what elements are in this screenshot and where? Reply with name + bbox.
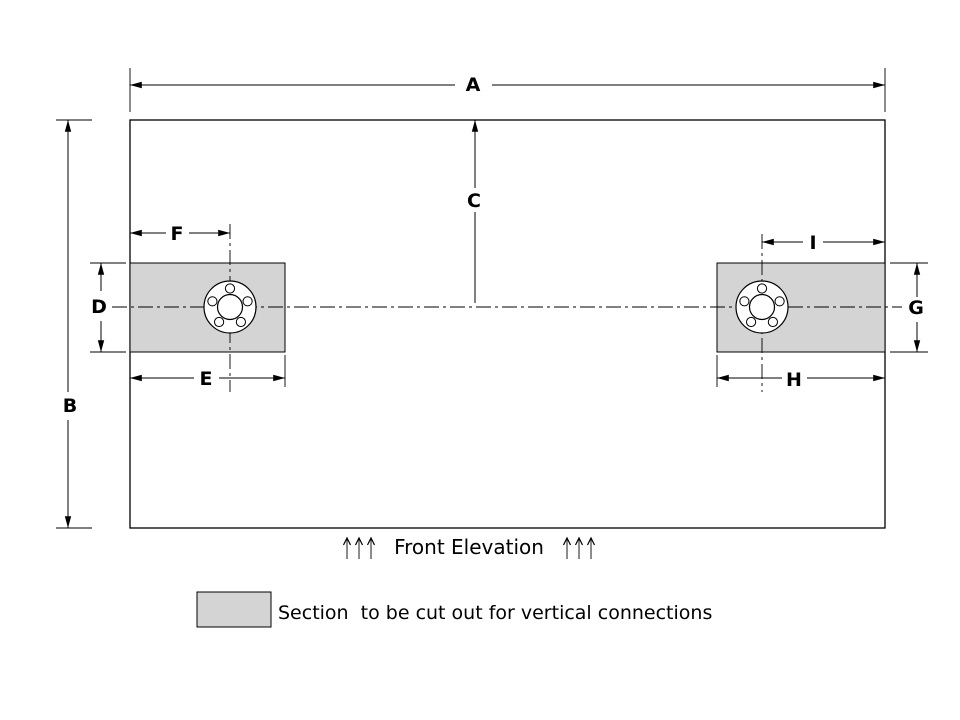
bolt-hole [214,316,225,328]
right-flange-icon [735,280,789,334]
left-cutout-section [129,262,286,353]
dim-label-c: C [467,190,481,212]
dim-label-g: G [908,297,924,319]
bolt-hole [207,296,218,307]
bolt-hole [746,316,757,328]
dim-label-i: I [809,232,816,254]
dimension-e: E [130,355,286,390]
bolt-hole [767,316,779,328]
dim-label-a: A [466,74,481,96]
dimension-a: A [129,68,886,112]
legend-label: Section to be cut out for vertical conne… [278,602,712,624]
dim-label-d: D [91,296,107,318]
view-caption: Front Elevation [342,535,596,559]
bolt-hole [242,296,253,307]
dimension-b: B [56,119,92,529]
dimension-d: D [90,262,126,353]
dimension-g: G [890,262,928,353]
dim-label-b: B [63,395,77,417]
up-arrows-right-icon [562,536,596,559]
legend-swatch [196,591,272,628]
dim-label-e: E [200,368,213,390]
dim-label-h: H [786,369,802,391]
dim-label-f: F [171,223,184,245]
dimension-i: I [762,232,885,254]
bolt-hole [739,296,750,307]
flange-inner-circle [216,293,244,321]
bolt-hole [235,316,246,328]
left-flange-icon [203,280,257,334]
bolt-hole [756,283,768,294]
up-arrows-left-icon [342,536,376,559]
bolt-hole [774,296,785,307]
dimension-h: H [716,355,885,391]
legend: Section to be cut out for vertical conne… [196,591,712,628]
flange-inner-circle [748,293,776,321]
bolt-hole [224,283,236,294]
dimension-f: F [130,223,230,245]
dimension-c: C [467,120,481,303]
view-title: Front Elevation [394,535,544,559]
